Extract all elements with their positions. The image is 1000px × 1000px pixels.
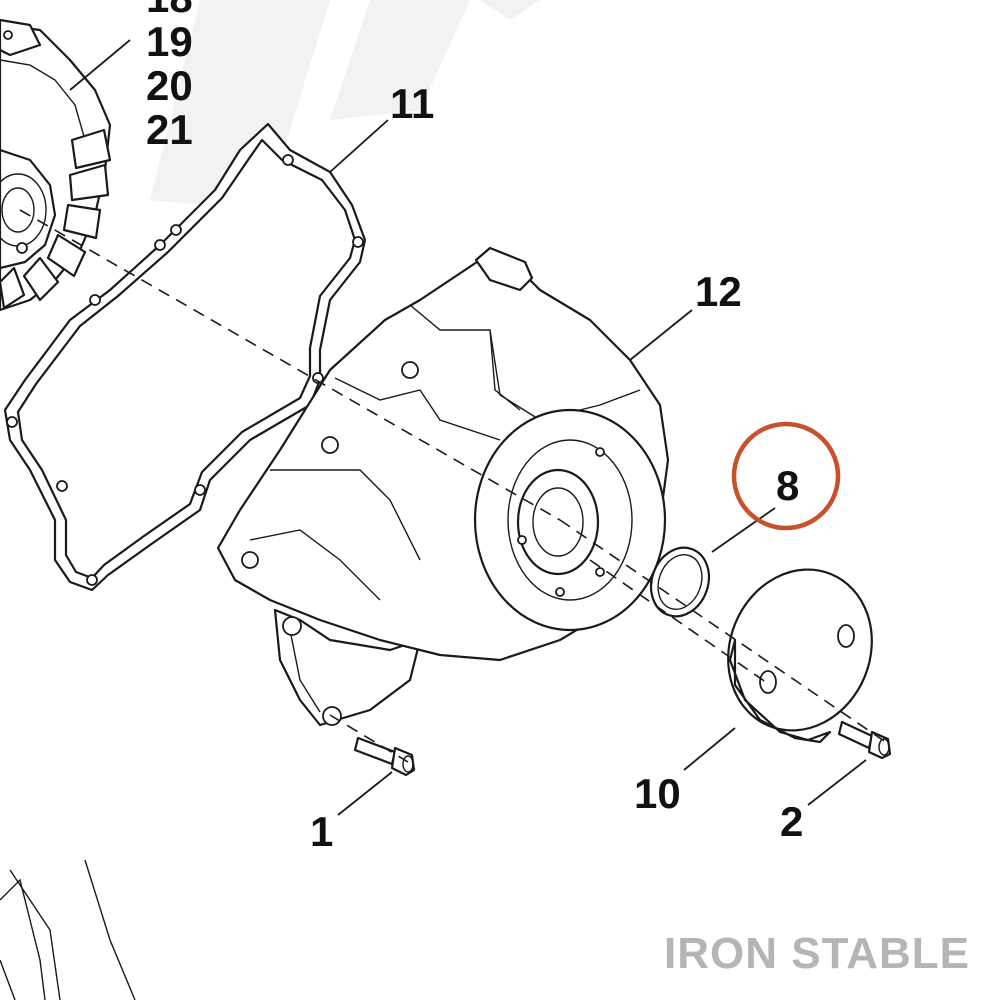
assembly-axes [19, 209, 891, 763]
callout-1: 1 [310, 808, 333, 855]
callout-18: 18 [146, 0, 193, 21]
frame-fragment [0, 859, 136, 1000]
callout-21: 21 [146, 106, 193, 153]
stator-assembly [0, 18, 112, 312]
gasket-part [3, 122, 367, 592]
callout-12: 12 [695, 268, 742, 315]
screw-1-part [353, 736, 416, 777]
background-ghost-watermark [150, 0, 540, 210]
callout-19: 19 [146, 18, 193, 65]
callout-11: 11 [390, 80, 434, 127]
watermark-text: IRON STABLE [664, 929, 970, 978]
callout-labels: 18 19 20 21 11 12 8 10 1 2 [146, 0, 803, 855]
stator-cover-part [216, 246, 670, 727]
callout-20: 20 [146, 62, 193, 109]
screw-2-part [837, 720, 892, 760]
callout-10: 10 [634, 770, 681, 817]
o-ring-part [649, 546, 711, 618]
callout-8: 8 [776, 462, 799, 509]
callout-2: 2 [780, 798, 803, 845]
highlight-circle [731, 421, 841, 531]
inspection-cover-part [727, 568, 873, 744]
leader-lines [69, 39, 867, 816]
